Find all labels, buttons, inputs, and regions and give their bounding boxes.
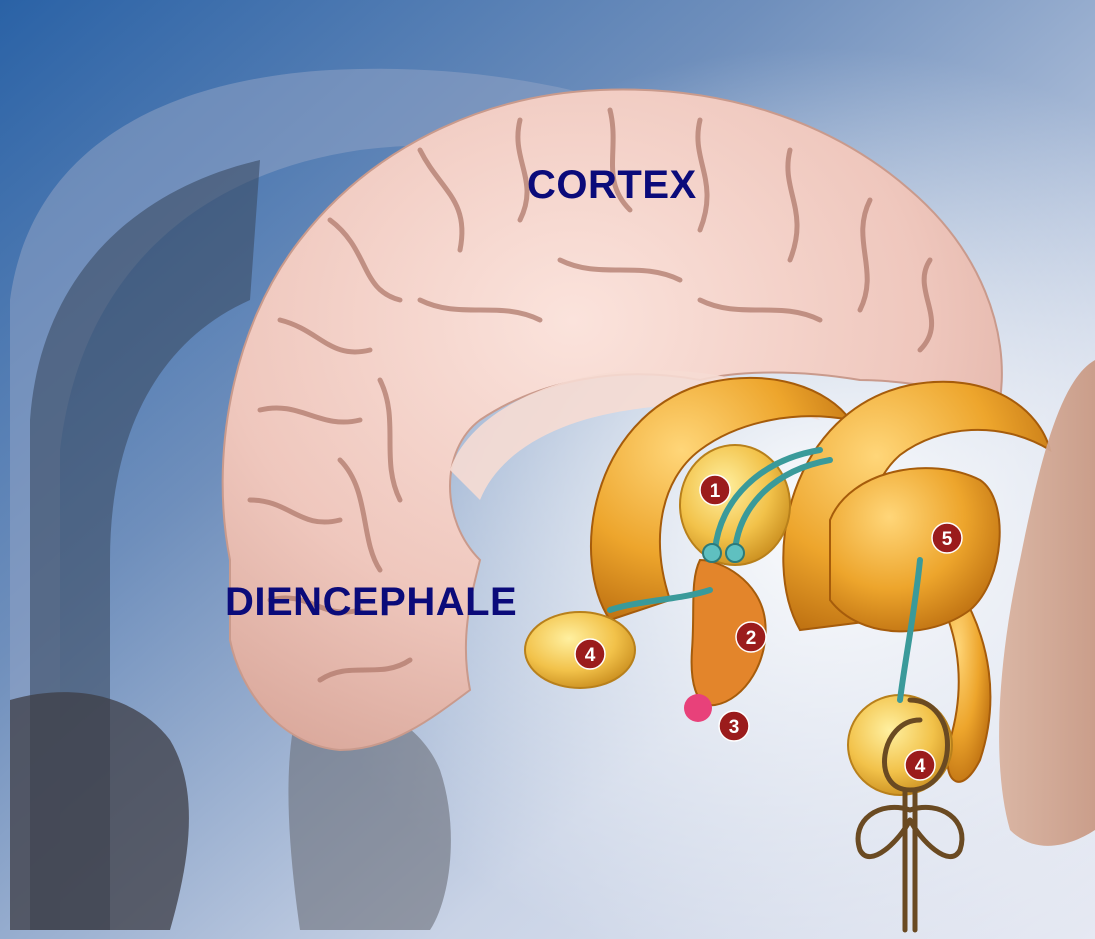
marker-3: 3 — [719, 711, 749, 741]
mammillary-body-right — [726, 544, 744, 562]
marker-2-label: 2 — [746, 628, 757, 649]
marker-1-label: 1 — [710, 481, 721, 502]
cortex-label: CORTEX — [527, 163, 697, 208]
marker-1: 1 — [700, 475, 730, 505]
diencephale-label: DIENCEPHALE — [225, 580, 517, 625]
pituitary-gland — [684, 694, 712, 722]
mammillary-body-left — [703, 544, 721, 562]
marker-5: 5 — [932, 523, 962, 553]
marker-3-label: 3 — [729, 717, 740, 738]
marker-4-left: 4 — [575, 639, 605, 669]
marker-5-label: 5 — [942, 529, 953, 550]
marker-4-left-label: 4 — [585, 645, 596, 666]
marker-2: 2 — [736, 622, 766, 652]
marker-4-right-label: 4 — [915, 756, 926, 777]
marker-4-right: 4 — [905, 750, 935, 780]
